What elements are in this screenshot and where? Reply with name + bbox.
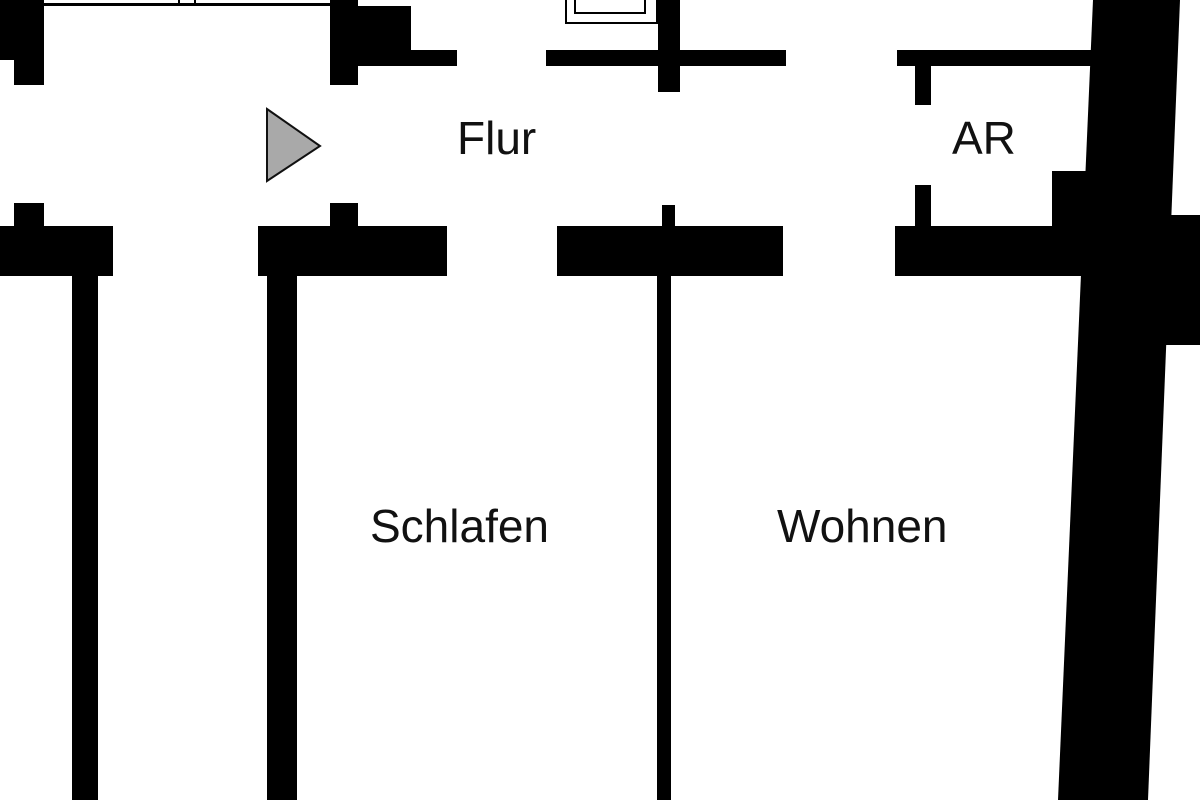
wall bbox=[258, 226, 447, 276]
wall bbox=[1160, 215, 1200, 345]
wall bbox=[897, 50, 1093, 66]
wall bbox=[330, 0, 358, 85]
wall bbox=[557, 226, 783, 276]
window bbox=[194, 0, 196, 6]
wall bbox=[14, 203, 44, 228]
wall bbox=[267, 274, 297, 800]
wall bbox=[1052, 171, 1097, 231]
wall bbox=[330, 203, 358, 228]
room-label-wohnen: Wohnen bbox=[777, 500, 948, 552]
wall bbox=[14, 0, 44, 85]
fixture bbox=[565, 0, 658, 24]
exterior-wall bbox=[1058, 0, 1180, 800]
room-label-ar: AR bbox=[952, 112, 1016, 164]
wall bbox=[658, 0, 680, 92]
wall bbox=[0, 226, 113, 276]
wall bbox=[915, 185, 931, 226]
wall bbox=[72, 274, 98, 800]
window bbox=[178, 0, 180, 6]
triangle-right-icon bbox=[266, 107, 322, 183]
wall bbox=[358, 50, 457, 66]
window bbox=[44, 3, 330, 6]
room-label-flur: Flur bbox=[457, 112, 537, 164]
wall bbox=[657, 274, 671, 800]
wall bbox=[895, 226, 1095, 276]
room-label-schlafen: Schlafen bbox=[370, 500, 550, 552]
wall bbox=[662, 205, 675, 228]
wall bbox=[915, 66, 931, 105]
